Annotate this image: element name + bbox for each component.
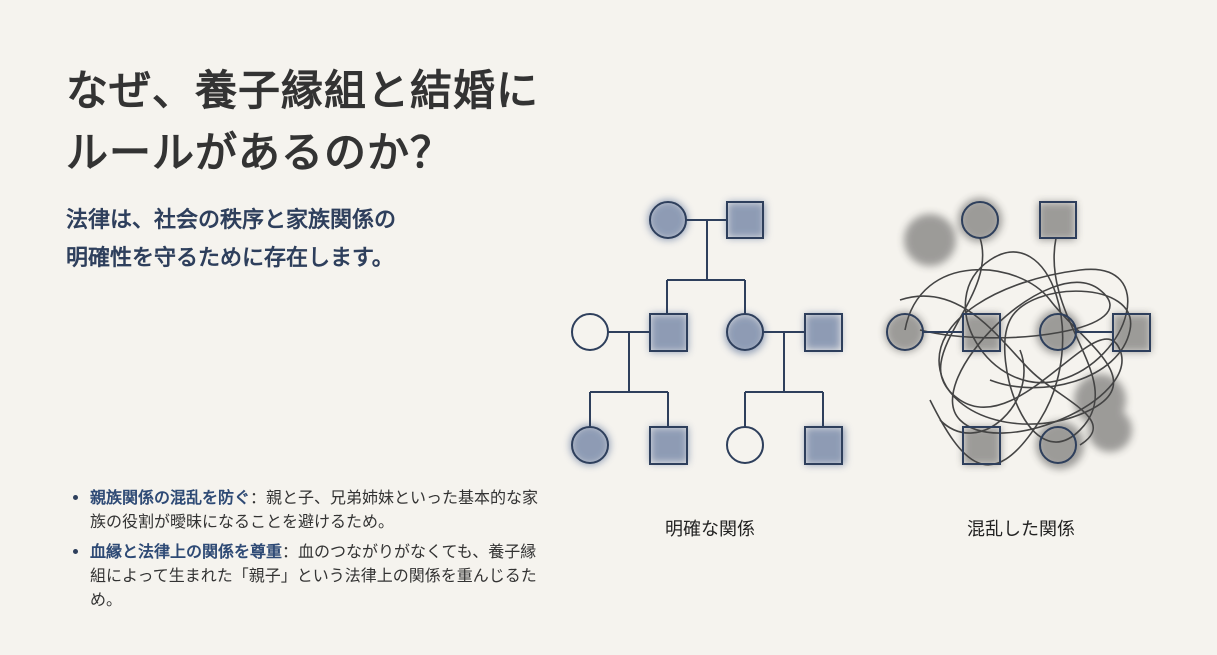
subtitle-line-1: 法律は、社会の秩序と家族関係の <box>66 208 397 233</box>
bullet-keyword: 親族関係の混乱を防ぐ <box>90 488 251 507</box>
bullet-text: ：血のつながりがなくても、養子縁組によって生まれた「親子」という法律上の関係を重… <box>90 542 537 609</box>
chaotic-family-tree <box>885 198 1151 469</box>
subtitle: 法律は、社会の秩序と家族関係の明確性を守るために存在します。 <box>66 202 396 278</box>
title-line-1: なぜ、養子縁組と結婚に <box>66 66 540 115</box>
list-item: 血縁と法律上の関係を尊重：血のつながりがなくても、養子縁組によって生まれた「親子… <box>90 540 540 612</box>
reason-list: 親族関係の混乱を防ぐ：親と子、兄弟姉妹といった基本的な家族の役割が曖昧になること… <box>72 486 540 618</box>
clear-family-tree <box>570 200 845 465</box>
subtitle-line-2: 明確性を守るために存在します。 <box>66 246 394 271</box>
page-title: なぜ、養子縁組と結婚にルールがあるのか？ <box>66 60 539 184</box>
list-item: 親族関係の混乱を防ぐ：親と子、兄弟姉妹といった基本的な家族の役割が曖昧になること… <box>90 486 540 534</box>
title-line-2: ルールがあるのか？ <box>66 128 454 177</box>
clear-relationship-label: 明確な関係 <box>665 519 755 540</box>
bullet-text: ：親と子、兄弟姉妹といった基本的な家族の役割が曖昧になることを避けるため。 <box>90 488 539 531</box>
bullet-keyword: 血縁と法律上の関係を尊重 <box>90 542 283 561</box>
chaotic-relationship-label: 混乱した関係 <box>967 519 1075 540</box>
